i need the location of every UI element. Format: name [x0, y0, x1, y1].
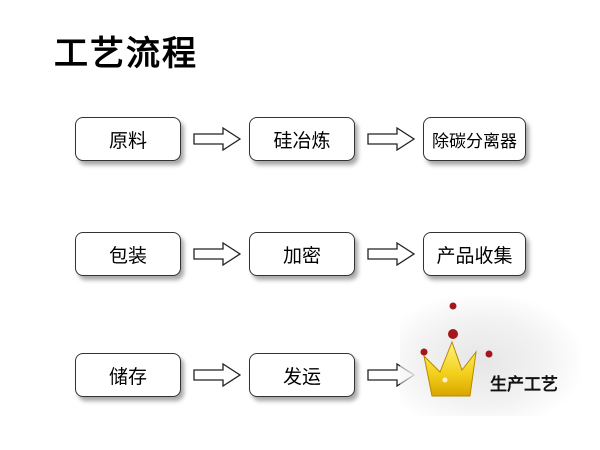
crown-icon: [420, 302, 493, 397]
step-packaging: 包装: [75, 232, 181, 276]
step-encryption: 加密: [249, 232, 355, 276]
step-product-collection: 产品收集: [423, 232, 526, 276]
outline-right-arrow-icon: [367, 127, 415, 151]
step-shipping: 发运: [249, 353, 355, 397]
step-silicon-smelting: 硅冶炼: [249, 117, 355, 161]
production-process-badge: 生产工艺: [400, 296, 580, 416]
step-raw-material: 原料: [75, 117, 181, 161]
outline-right-arrow-icon: [193, 242, 241, 266]
outline-right-arrow-icon: [193, 127, 241, 151]
page-title: 工艺流程: [54, 34, 198, 74]
outline-right-arrow-icon: [193, 363, 241, 387]
badge-label: 生产工艺: [490, 375, 558, 395]
step-storage: 储存: [75, 353, 181, 397]
step-carbon-separator: 除碳分离器: [423, 117, 526, 161]
outline-right-arrow-icon: [367, 242, 415, 266]
